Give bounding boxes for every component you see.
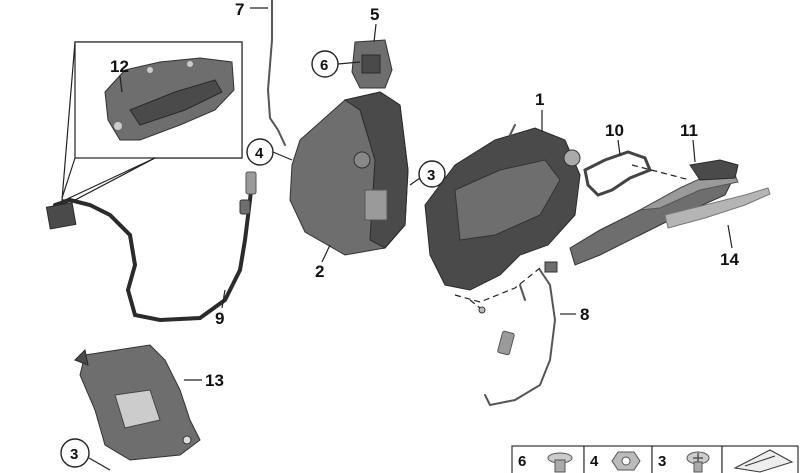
outer-handle-11: 11 — [569, 121, 739, 266]
callout-4-group: 4 — [246, 138, 293, 166]
callout-1: 1 — [535, 90, 544, 109]
nut-icon — [611, 451, 641, 471]
callout-5: 5 — [370, 5, 379, 24]
callout-9: 9 — [215, 309, 224, 328]
rod-7: 7 — [235, 0, 286, 146]
callout-3b: 3 — [70, 446, 78, 463]
bracket-13: 13 — [74, 344, 224, 461]
callout-10: 10 — [605, 121, 624, 140]
fastener-legend: 6 4 3 — [511, 445, 799, 473]
detail-box-inner-handle: 12 — [61, 41, 243, 201]
door-lock-housing-2: 2 — [289, 91, 409, 281]
wedge-icon — [733, 449, 794, 473]
legend-label-6: 6 — [518, 453, 526, 470]
callout-13: 13 — [205, 371, 224, 390]
trim-strip-14: 14 — [664, 187, 771, 269]
screw-icon — [547, 452, 573, 473]
callout-2: 2 — [315, 262, 324, 281]
callout-6: 6 — [320, 57, 328, 74]
cable-8: 8 — [484, 261, 589, 407]
callout-3a-group: 3 — [409, 160, 446, 188]
inner-door-handle-part — [104, 57, 235, 141]
bowden-cable-9: 9 — [45, 171, 257, 328]
legend-label-3: 3 — [658, 453, 666, 470]
gasket-10: 10 — [583, 121, 652, 197]
callout-14: 14 — [720, 250, 739, 269]
callout-4: 4 — [255, 145, 264, 162]
handle-carrier-1: 1 — [424, 90, 581, 291]
callout-3a: 3 — [427, 167, 435, 184]
callout-3b-group: 3 — [60, 438, 111, 471]
callout-11: 11 — [680, 121, 698, 140]
callout-7: 7 — [235, 0, 244, 19]
callout-8: 8 — [580, 305, 589, 324]
callout-12: 12 — [110, 57, 129, 76]
striker-5: 5 6 — [311, 5, 393, 89]
torx-screw-icon — [686, 451, 710, 473]
legend-label-4: 4 — [590, 453, 599, 470]
